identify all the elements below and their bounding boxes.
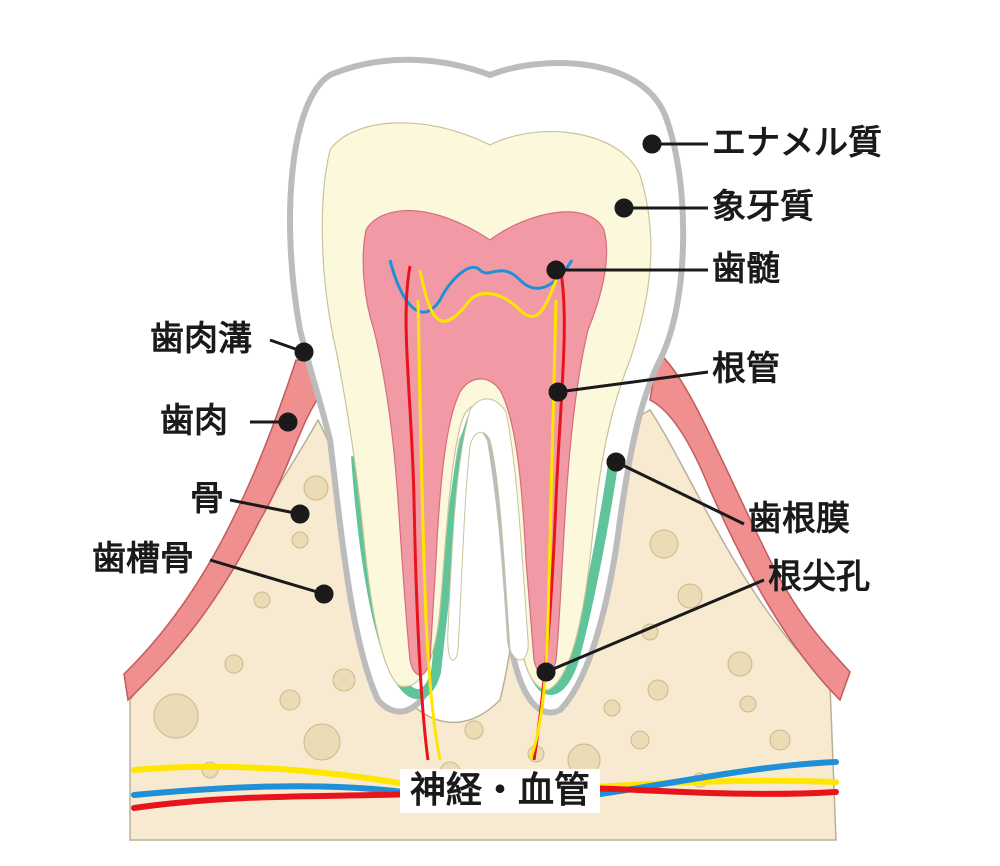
pulp-nerves-vessels [388,259,574,761]
label-pulp: 歯髄 [712,249,780,289]
label-apical-foramen: 根尖孔 [768,557,870,597]
label-gingiva: 歯肉 [160,401,228,441]
label-gingival-sulcus: 歯肉溝 [150,319,252,359]
inter-root-gap [447,398,529,661]
bone-pores [153,475,791,788]
label-enamel: エナメル質 [712,123,882,163]
label-nerves-vessels: 神経・血管 [399,769,601,813]
label-root-canal: 根管 [712,349,780,389]
label-alveolar-bone: 歯槽骨 [92,539,194,579]
gum-right [649,350,851,702]
label-bone: 骨 [190,479,224,519]
label-periodontal-ligament: 歯根膜 [748,499,850,539]
label-dentin: 象牙質 [712,187,814,227]
leader-lines [209,134,765,682]
